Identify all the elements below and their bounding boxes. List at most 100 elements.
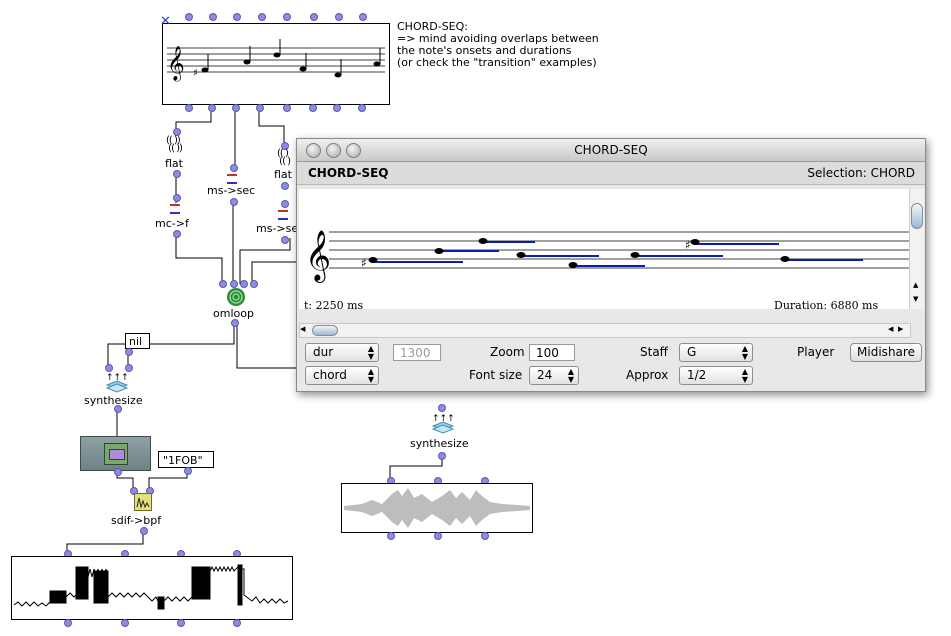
omloop-box[interactable]: omloop (213, 307, 254, 320)
close-x-icon[interactable]: ✕ (160, 14, 171, 29)
chord-select[interactable]: chord▲▼ (305, 366, 379, 385)
flat-box[interactable]: flat (165, 157, 183, 170)
outlet[interactable] (281, 182, 289, 190)
outlet[interactable] (173, 230, 181, 238)
duration-readout: Duration: 6880 ms (774, 299, 879, 312)
inlet[interactable] (185, 13, 193, 21)
chevron-updown-icon: ▲▼ (741, 367, 748, 384)
outlet[interactable] (140, 527, 148, 535)
outlet[interactable] (173, 170, 181, 178)
inlet[interactable] (125, 364, 133, 372)
bpf-display[interactable] (11, 556, 293, 620)
minimize-button[interactable] (326, 143, 341, 158)
zoom-field[interactable]: 100 (529, 344, 575, 361)
outlet[interactable] (481, 532, 489, 540)
chord-seq-box[interactable]: 𝄞 ♯ (162, 23, 390, 105)
outlet[interactable] (64, 619, 72, 627)
close-button[interactable] (306, 143, 321, 158)
inlet[interactable] (359, 13, 367, 21)
ms-sec-box[interactable]: ms->sec (256, 222, 305, 235)
outlet[interactable] (230, 198, 238, 206)
chord-seq-editor-window[interactable]: CHORD-SEQ CHORD-SEQ Selection: CHORD 𝄞 (296, 138, 926, 392)
mc-f-box[interactable]: mc->f (155, 217, 189, 230)
synthesize-icon[interactable]: ↑↑↑ (104, 371, 130, 393)
flat-icon[interactable]: (( )) (( )) (166, 135, 183, 154)
inlet[interactable] (230, 164, 238, 172)
zoom-button[interactable] (346, 143, 361, 158)
omloop-spiral-icon[interactable] (226, 287, 246, 307)
outlet[interactable] (184, 467, 192, 475)
outlet[interactable] (438, 452, 446, 460)
outlet[interactable] (233, 619, 241, 627)
outlet[interactable] (208, 104, 216, 112)
vertical-scrollbar[interactable]: ▲ ▼ (909, 189, 924, 309)
sdif-bpf-icon[interactable] (134, 493, 152, 511)
sdif-bpf-box[interactable]: sdif->bpf (111, 514, 162, 527)
mode-value-field[interactable]: 1300 (393, 344, 441, 361)
synthesize-icon[interactable]: ↑↑↑ (430, 412, 456, 434)
mode-select[interactable]: dur▲▼ (305, 343, 379, 362)
inlet[interactable] (335, 13, 343, 21)
outlet[interactable] (114, 468, 122, 476)
scroll-down-arrow-icon[interactable]: ▼ (913, 295, 919, 303)
synthesize-box[interactable]: synthesize (84, 394, 143, 407)
inlet[interactable] (173, 128, 181, 136)
inlet[interactable] (209, 13, 217, 21)
outlet[interactable] (114, 405, 122, 413)
outlet[interactable] (121, 619, 129, 627)
scroll-left-arrow-icon[interactable]: ◀ (888, 325, 894, 333)
outlet[interactable] (333, 104, 341, 112)
horizontal-scrollbar[interactable]: ◀ ◀ ▶ (299, 323, 911, 338)
inlet[interactable] (310, 13, 318, 21)
inlet[interactable] (438, 404, 446, 412)
mc-f-icon[interactable] (170, 204, 180, 214)
outlet[interactable] (358, 104, 366, 112)
flat-box[interactable]: flat (274, 168, 292, 181)
outlet[interactable] (256, 104, 264, 112)
outlet[interactable] (387, 532, 395, 540)
scroll-right-arrow-icon[interactable]: ▶ (898, 325, 904, 333)
inlet[interactable] (230, 280, 238, 288)
ms-sec-icon[interactable] (227, 174, 237, 184)
inlet[interactable] (283, 13, 291, 21)
sound-display[interactable] (341, 483, 533, 533)
window-titlebar[interactable]: CHORD-SEQ (297, 139, 925, 162)
inlet[interactable] (250, 280, 258, 288)
sdif-file-box[interactable] (80, 436, 151, 471)
inlet[interactable] (281, 142, 289, 150)
ms-sec-box[interactable]: ms->sec (207, 184, 256, 197)
synthesize-box[interactable]: synthesize (410, 437, 469, 450)
editor-header: CHORD-SEQ Selection: CHORD (297, 162, 925, 185)
staff-select[interactable]: G▲▼ (679, 343, 753, 362)
outlet[interactable] (281, 236, 289, 244)
outlet[interactable] (125, 348, 133, 356)
sdif-type-value-box[interactable]: "1FOB" (158, 451, 214, 468)
scroll-up-arrow-icon[interactable]: ▲ (913, 281, 919, 289)
inlet[interactable] (173, 194, 181, 202)
inlet[interactable] (240, 280, 248, 288)
outlet[interactable] (283, 104, 291, 112)
horizontal-scroll-thumb[interactable] (312, 325, 338, 336)
scroll-left-arrow-icon[interactable]: ◀ (300, 325, 306, 333)
comment-line: => mind avoiding overlaps between (397, 32, 599, 45)
inlet[interactable] (105, 364, 113, 372)
outlet[interactable] (231, 319, 239, 327)
outlet[interactable] (232, 104, 240, 112)
score-view[interactable]: 𝄞 ♯ ♯ (299, 189, 909, 312)
vertical-scroll-thumb[interactable] (911, 203, 923, 229)
outlet[interactable] (185, 104, 193, 112)
inlet[interactable] (258, 13, 266, 21)
flat-icon[interactable]: (( ) (( ) (277, 148, 291, 167)
player-button[interactable]: Midishare (850, 343, 922, 362)
inlet[interactable] (219, 280, 227, 288)
svg-text:♯: ♯ (193, 68, 198, 79)
fontsize-select[interactable]: 24▲▼ (529, 366, 579, 385)
outlet[interactable] (309, 104, 317, 112)
inlet[interactable] (281, 200, 289, 208)
ms-sec-icon[interactable] (278, 210, 288, 220)
outlet[interactable] (434, 532, 442, 540)
outlet[interactable] (177, 619, 185, 627)
nil-value-box[interactable]: nil (125, 333, 150, 349)
inlet[interactable] (233, 13, 241, 21)
approx-select[interactable]: 1/2▲▼ (679, 366, 753, 385)
